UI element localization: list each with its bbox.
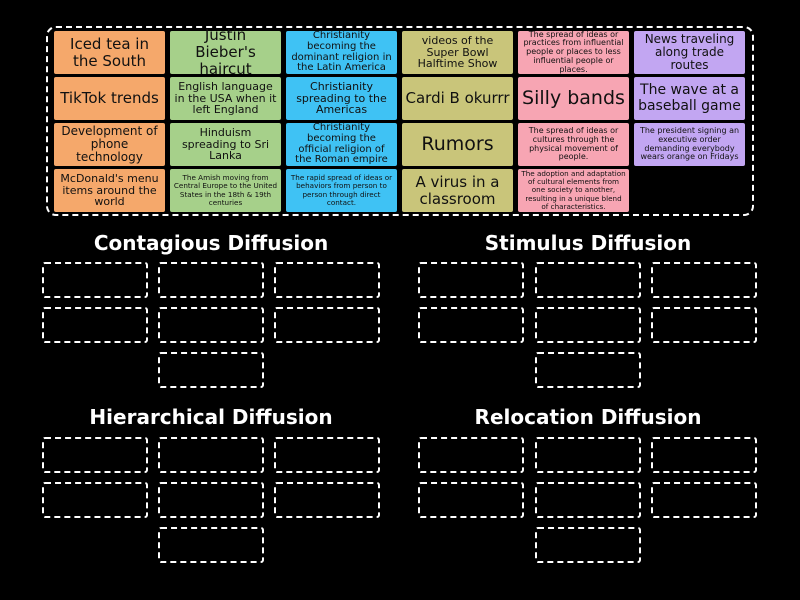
relocation-drop-slot[interactable] [418, 437, 524, 473]
hierarchical-drop-slot[interactable] [158, 527, 264, 563]
card-virus-classroom[interactable]: A virus in a classroom [402, 169, 513, 212]
card-silly-bands[interactable]: Silly bands [518, 77, 629, 120]
card-super-bowl[interactable]: videos of the Super Bowl Halftime Show [402, 31, 513, 74]
card-christianity-roman-empire[interactable]: Christianity becoming the official relig… [286, 122, 397, 166]
hierarchical-diffusion-title: Hierarchical Diffusion [89, 405, 333, 429]
card-justin-bieber[interactable]: Justin Bieber's haircut [170, 27, 281, 77]
card-cardi-b[interactable]: Cardi B okurrr [402, 77, 513, 120]
contagious-diffusion-title: Contagious Diffusion [93, 231, 329, 255]
relocation-drop-slot[interactable] [418, 482, 524, 518]
stimulus-diffusion-title: Stimulus Diffusion [484, 231, 692, 255]
hierarchical-drop-slot[interactable] [42, 437, 148, 473]
card-tray [46, 26, 754, 216]
hierarchical-drop-slot[interactable] [274, 482, 380, 518]
card-stimulus-definition[interactable]: The adoption and adaptation of cultural … [518, 169, 629, 212]
card-baseball-wave[interactable]: The wave at a baseball game [634, 77, 745, 120]
card-news-trade-routes[interactable]: News traveling along trade routes [634, 31, 745, 74]
contagious-drop-slot[interactable] [158, 352, 264, 388]
stimulus-drop-slot[interactable] [418, 262, 524, 298]
card-christianity-latin-america[interactable]: Christianity becoming the dominant relig… [286, 30, 397, 74]
hierarchical-drop-slot[interactable] [158, 437, 264, 473]
contagious-drop-slot[interactable] [158, 262, 264, 298]
stimulus-drop-slot[interactable] [535, 262, 641, 298]
contagious-drop-slot[interactable] [42, 307, 148, 343]
contagious-drop-slot[interactable] [274, 262, 380, 298]
relocation-drop-slot[interactable] [651, 482, 757, 518]
hierarchical-drop-slot[interactable] [42, 482, 148, 518]
card-english-language[interactable]: English language in the USA when it left… [170, 77, 281, 120]
card-contagious-definition[interactable]: The rapid spread of ideas or behaviors f… [286, 169, 397, 212]
contagious-drop-slot[interactable] [274, 307, 380, 343]
card-hierarchical-definition[interactable]: The spread of ideas or practices from in… [518, 30, 629, 74]
card-tiktok[interactable]: TikTok trends [54, 77, 165, 120]
stimulus-drop-slot[interactable] [651, 307, 757, 343]
relocation-drop-slot[interactable] [535, 527, 641, 563]
stimulus-drop-slot[interactable] [651, 262, 757, 298]
card-amish[interactable]: The Amish moving from Central Europe to … [170, 169, 281, 212]
card-iced-tea[interactable]: Iced tea in the South [54, 31, 165, 74]
hierarchical-drop-slot[interactable] [158, 482, 264, 518]
card-rumors[interactable]: Rumors [402, 123, 513, 166]
card-christianity-americas[interactable]: Christianity spreading to the Americas [286, 77, 397, 120]
relocation-diffusion-title: Relocation Diffusion [474, 405, 702, 429]
stimulus-drop-slot[interactable] [418, 307, 524, 343]
hierarchical-drop-slot[interactable] [274, 437, 380, 473]
contagious-drop-slot[interactable] [42, 262, 148, 298]
card-relocation-definition[interactable]: The spread of ideas or cultures through … [518, 123, 629, 166]
stimulus-drop-slot[interactable] [535, 352, 641, 388]
relocation-drop-slot[interactable] [651, 437, 757, 473]
relocation-drop-slot[interactable] [535, 482, 641, 518]
relocation-drop-slot[interactable] [535, 437, 641, 473]
card-mcdonalds[interactable]: McDonald's menu items around the world [54, 169, 165, 212]
stimulus-drop-slot[interactable] [535, 307, 641, 343]
contagious-drop-slot[interactable] [158, 307, 264, 343]
card-executive-order[interactable]: The president signing an executive order… [634, 123, 745, 166]
card-hinduism-sri-lanka[interactable]: Hinduism spreading to Sri Lanka [170, 123, 281, 166]
card-phone-technology[interactable]: Development of phone technology [54, 123, 165, 166]
